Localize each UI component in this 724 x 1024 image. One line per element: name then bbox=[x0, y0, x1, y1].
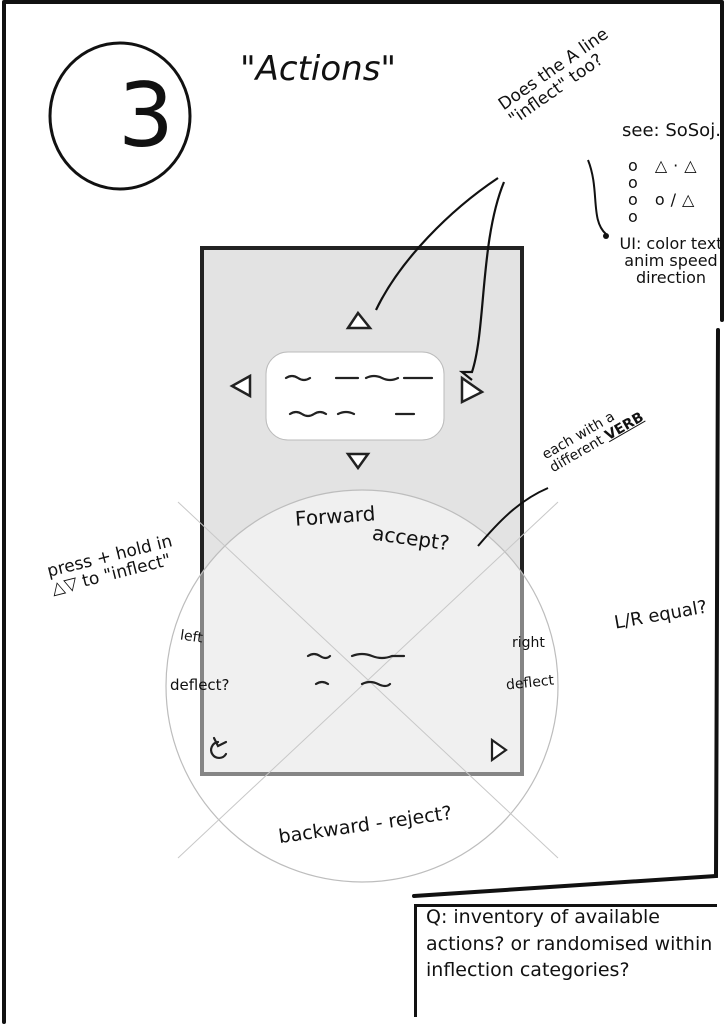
phone-frame bbox=[200, 246, 524, 776]
deflect-left-label: deflect? bbox=[170, 676, 230, 694]
page-title: "Actions" bbox=[240, 49, 397, 89]
forward-label: Forward bbox=[294, 501, 377, 531]
question-box bbox=[414, 904, 717, 1017]
triangle-left-icon[interactable] bbox=[229, 373, 252, 399]
triangle-up-icon[interactable] bbox=[345, 310, 373, 330]
see-note: see: SoSoj. bbox=[622, 120, 721, 141]
page-number: 3 bbox=[118, 64, 174, 167]
symbol-row-1: o △·△ o bbox=[628, 156, 703, 192]
pointer-line-ui bbox=[587, 159, 607, 235]
triangle-down-icon[interactable] bbox=[345, 452, 371, 471]
wheel-text-scribble bbox=[306, 652, 406, 688]
text-card bbox=[265, 351, 445, 441]
pointer-line-right bbox=[458, 181, 506, 381]
right-label: right bbox=[512, 635, 545, 651]
symbol-row-2: o o/△ o bbox=[628, 190, 701, 226]
left-label: left bbox=[179, 627, 204, 647]
page-number-circle bbox=[48, 41, 192, 191]
ui-note: UI: color text anim speed direction bbox=[619, 234, 723, 287]
pointer-line-verb bbox=[477, 487, 549, 547]
undo-icon[interactable] bbox=[210, 736, 228, 759]
wheel-diagonals bbox=[177, 501, 559, 859]
question-box-text: Q: inventory of available actions? or ra… bbox=[426, 906, 713, 982]
card-text-scribble bbox=[284, 374, 434, 418]
ui-bullet bbox=[603, 233, 609, 239]
pointer-line-up bbox=[375, 177, 499, 311]
play-icon[interactable] bbox=[490, 737, 508, 763]
triangle-right-icon[interactable] bbox=[460, 375, 485, 405]
